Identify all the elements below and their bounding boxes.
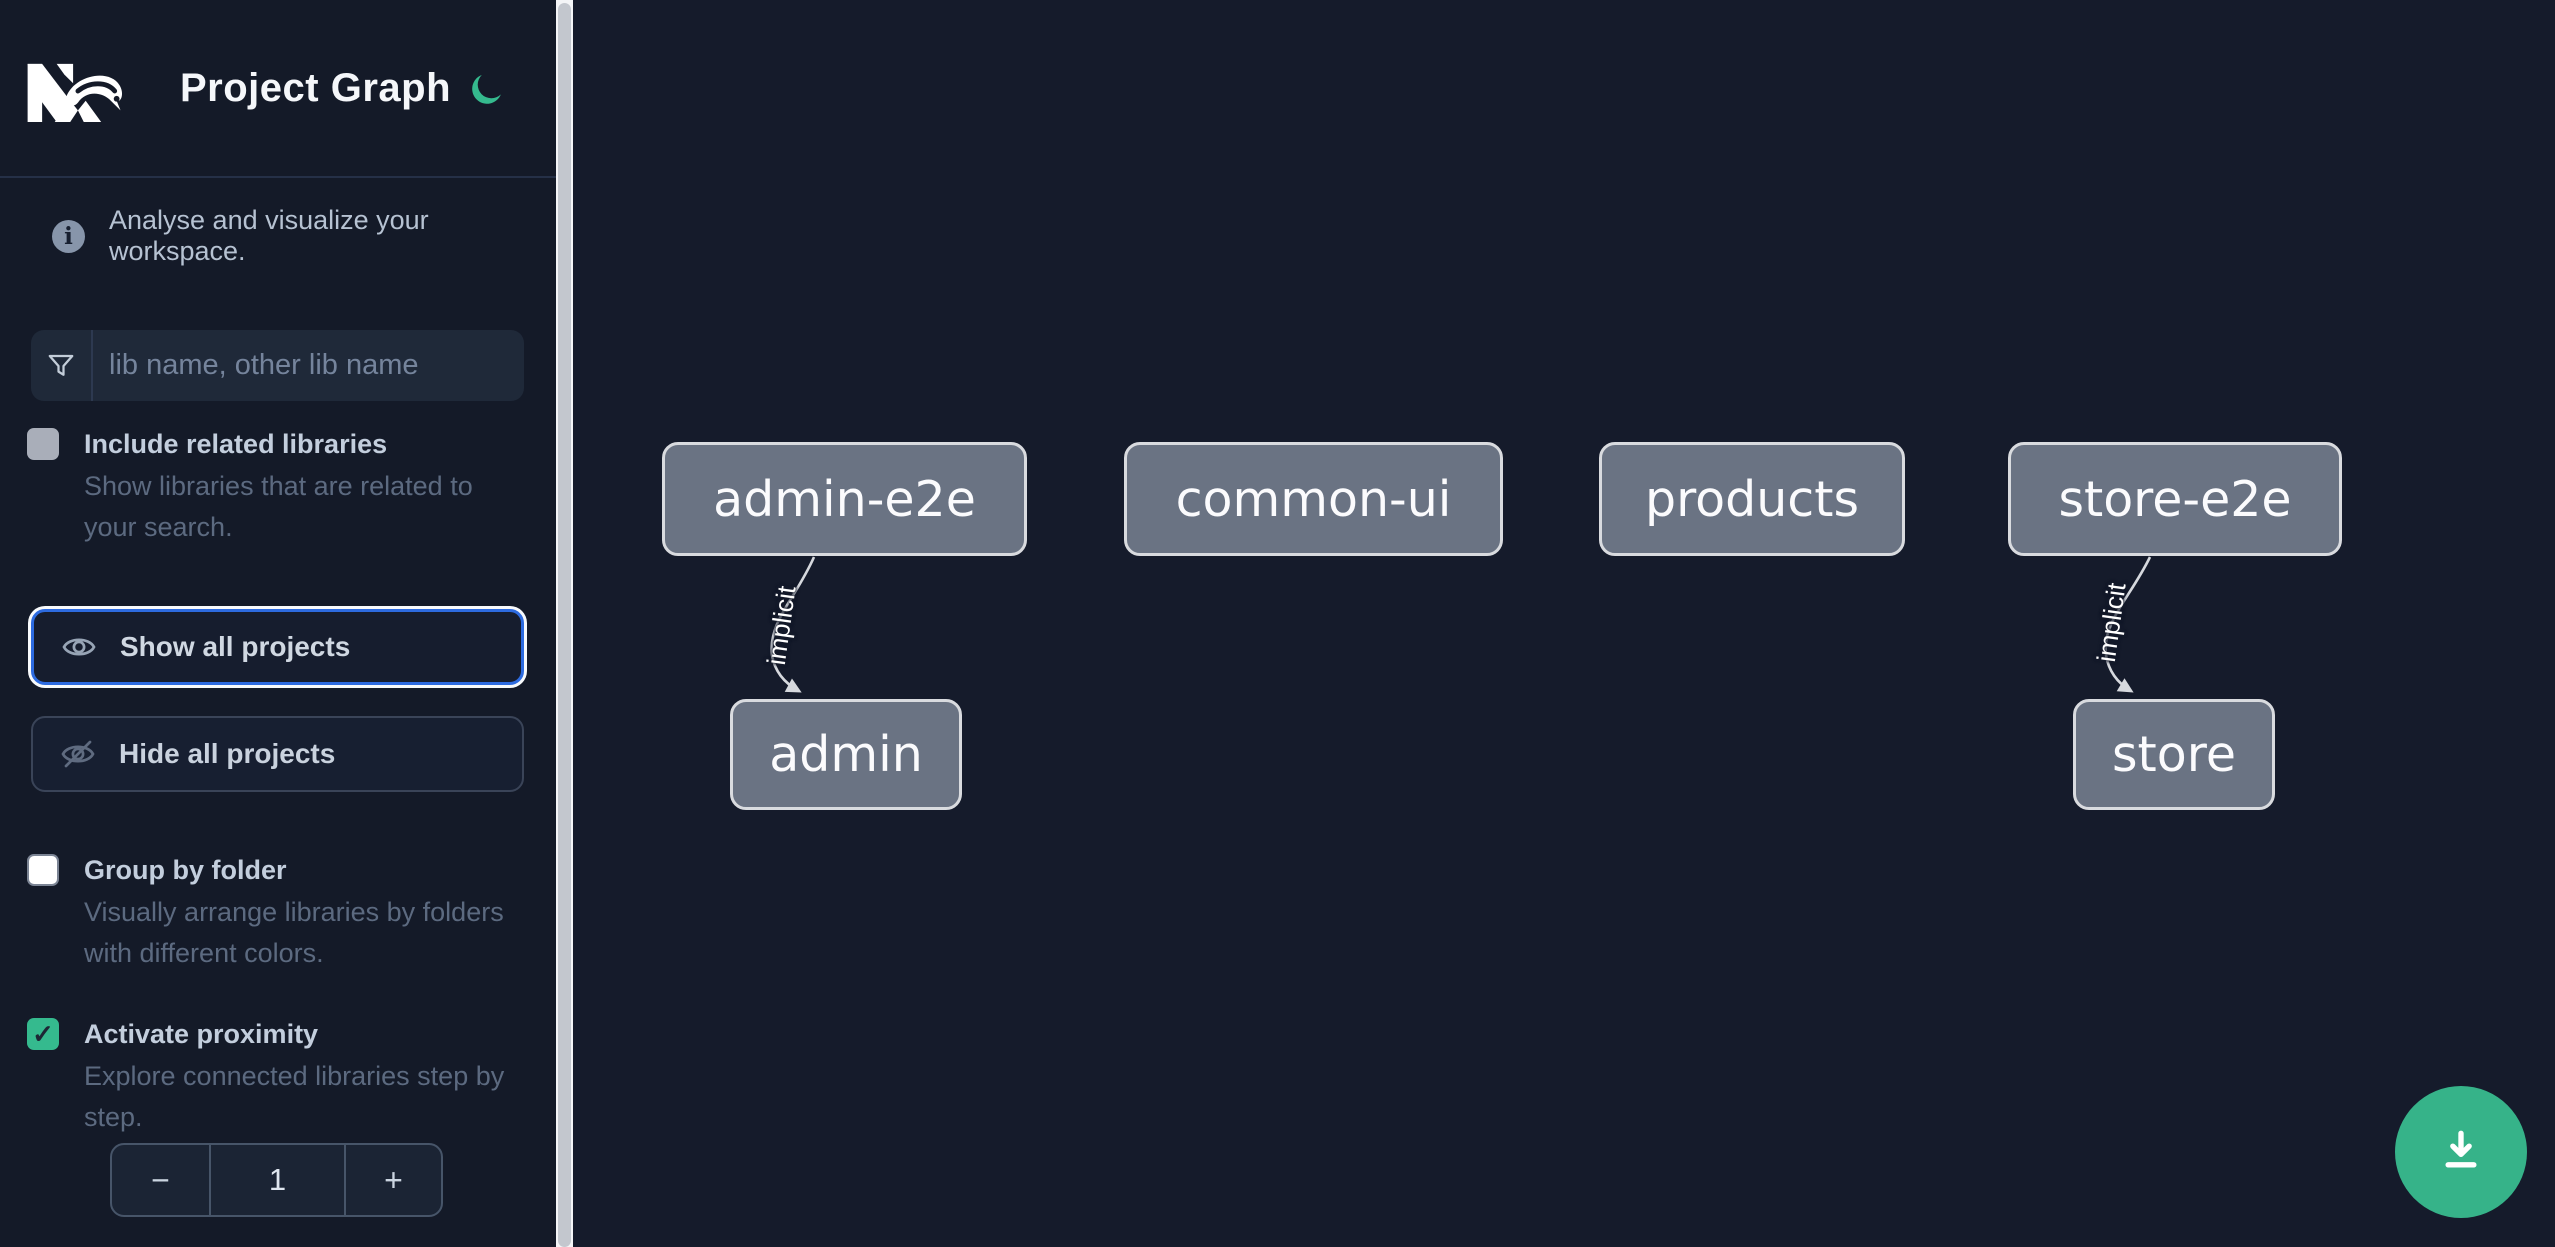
option-label: Activate proximity (84, 1019, 319, 1049)
sidebar-scrollbar (556, 0, 573, 1247)
project-node-admin[interactable]: admin (730, 699, 962, 810)
nx-logo-icon (27, 63, 123, 122)
activate-proximity-checkbox[interactable]: ✓ (27, 1018, 59, 1050)
option-description: Show libraries that are related to your … (84, 471, 473, 542)
option-label: Include related libraries (84, 429, 388, 459)
option-group-by-folder: Group by folder Visually arrange librari… (27, 852, 527, 974)
filter-funnel-icon (31, 330, 93, 401)
node-label: admin (769, 726, 923, 783)
search-box (31, 330, 524, 401)
checkmark-icon: ✓ (32, 1019, 54, 1049)
hide-all-projects-label: Hide all projects (119, 738, 336, 769)
search-input[interactable] (93, 330, 524, 401)
eye-off-icon (61, 740, 95, 768)
download-icon (2445, 1130, 2477, 1168)
page-title: Project Graph (180, 66, 452, 110)
node-label: store (2112, 726, 2236, 783)
show-all-projects-button[interactable]: Show all projects (31, 609, 524, 685)
project-node-common-ui[interactable]: common-ui (1124, 442, 1503, 556)
sidebar: Project Graph i Analyse and visualize yo… (0, 0, 556, 1247)
download-image-button[interactable] (2395, 1086, 2527, 1218)
tagline-text: Analyse and visualize your workspace. (109, 205, 429, 266)
proximity-stepper: − 1 + (110, 1143, 443, 1217)
group-by-folder-checkbox[interactable] (27, 854, 59, 886)
option-include-related: Include related libraries Show libraries… (27, 426, 527, 548)
node-label: common-ui (1175, 470, 1452, 528)
dark-mode-toggle[interactable] (463, 68, 509, 114)
moon-icon (472, 74, 501, 104)
header-divider (0, 176, 556, 178)
option-activate-proximity: ✓ Activate proximity Explore connected l… (27, 1016, 527, 1138)
node-label: products (1645, 470, 1859, 528)
option-label: Group by folder (84, 855, 287, 885)
include-related-checkbox[interactable] (27, 428, 59, 460)
hide-all-projects-button[interactable]: Hide all projects (31, 716, 524, 792)
project-node-store-e2e[interactable]: store-e2e (2008, 442, 2342, 556)
decrement-button[interactable]: − (112, 1145, 209, 1215)
info-icon: i (52, 219, 85, 253)
increment-button[interactable]: + (346, 1145, 441, 1215)
scrollbar-thumb[interactable] (558, 3, 571, 1247)
graph-canvas[interactable] (573, 0, 2555, 1247)
project-node-store[interactable]: store (2073, 699, 2275, 810)
project-node-admin-e2e[interactable]: admin-e2e (662, 442, 1027, 556)
eye-icon (62, 638, 96, 656)
sidebar-header: Project Graph (0, 0, 556, 176)
tagline: i Analyse and visualize your workspace. (52, 205, 532, 267)
proximity-value[interactable]: 1 (209, 1145, 346, 1215)
show-all-projects-label: Show all projects (120, 631, 351, 662)
node-label: store-e2e (2058, 470, 2292, 528)
option-description: Explore connected libraries step by step… (84, 1061, 505, 1132)
option-description: Visually arrange libraries by folders wi… (84, 897, 504, 968)
node-label: admin-e2e (713, 470, 976, 528)
project-node-products[interactable]: products (1599, 442, 1905, 556)
